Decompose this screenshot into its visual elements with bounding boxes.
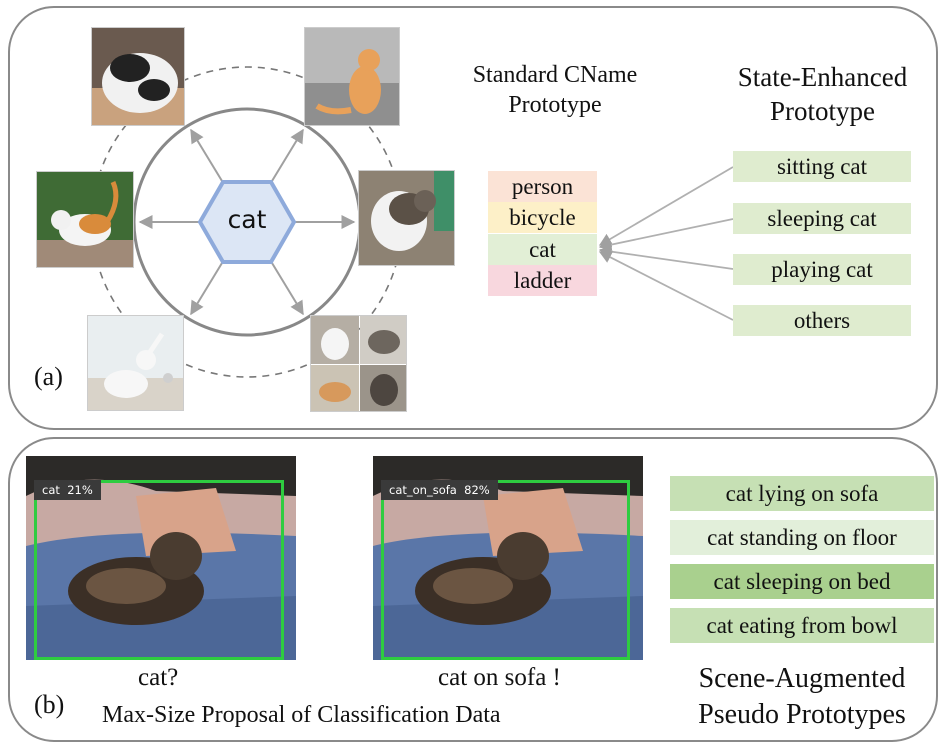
cat-photo-top-right (304, 27, 400, 126)
bottom-caption: Max-Size Proposal of Classification Data (102, 702, 501, 728)
cat-photo-bottom-right-grid (310, 315, 407, 412)
cname-ladder: ladder (488, 265, 597, 296)
panel-b-tag: (b) (34, 690, 65, 719)
detection-box-left (34, 480, 284, 660)
state-arrows (598, 166, 734, 321)
state-sleeping-cat: sleeping cat (733, 203, 911, 234)
cname-person: person (488, 171, 597, 202)
detection-label-right: cat_on_sofa 82% (381, 480, 498, 500)
cname-cat: cat (488, 234, 597, 265)
detection-box-right (381, 480, 630, 660)
scene-sleeping-on-bed: cat sleeping on bed (670, 564, 934, 599)
scene-photo-left (26, 456, 296, 660)
center-cat-label: cat (227, 205, 267, 234)
state-others: others (733, 305, 911, 336)
cat-photo-bottom-left (87, 315, 184, 411)
scene-lying-on-sofa: cat lying on sofa (670, 476, 934, 511)
standard-prototype-title: Standard CName Prototype (472, 62, 638, 118)
radial-arrows (138, 128, 356, 316)
cname-bicycle: bicycle (488, 202, 597, 233)
scene-eating-from-bowl: cat eating from bowl (670, 608, 934, 643)
panel-a-tag: (a) (34, 362, 63, 391)
detection-label-left: cat 21% (34, 480, 101, 500)
state-prototype-title: State-Enhanced Prototype (737, 62, 908, 126)
state-playing-cat: playing cat (733, 254, 911, 285)
cat-hexagon (197, 180, 297, 264)
left-caption: cat? (138, 664, 179, 691)
scene-prototypes-title: Scene-Augmented Pseudo Prototypes (698, 663, 906, 730)
cat-photo-left (36, 171, 134, 268)
cat-photo-top-left (91, 27, 185, 126)
right-caption: cat on sofa ! (438, 664, 561, 691)
cat-photo-right (358, 170, 455, 266)
state-sitting-cat: sitting cat (733, 151, 911, 182)
scene-standing-on-floor: cat standing on floor (670, 520, 934, 555)
